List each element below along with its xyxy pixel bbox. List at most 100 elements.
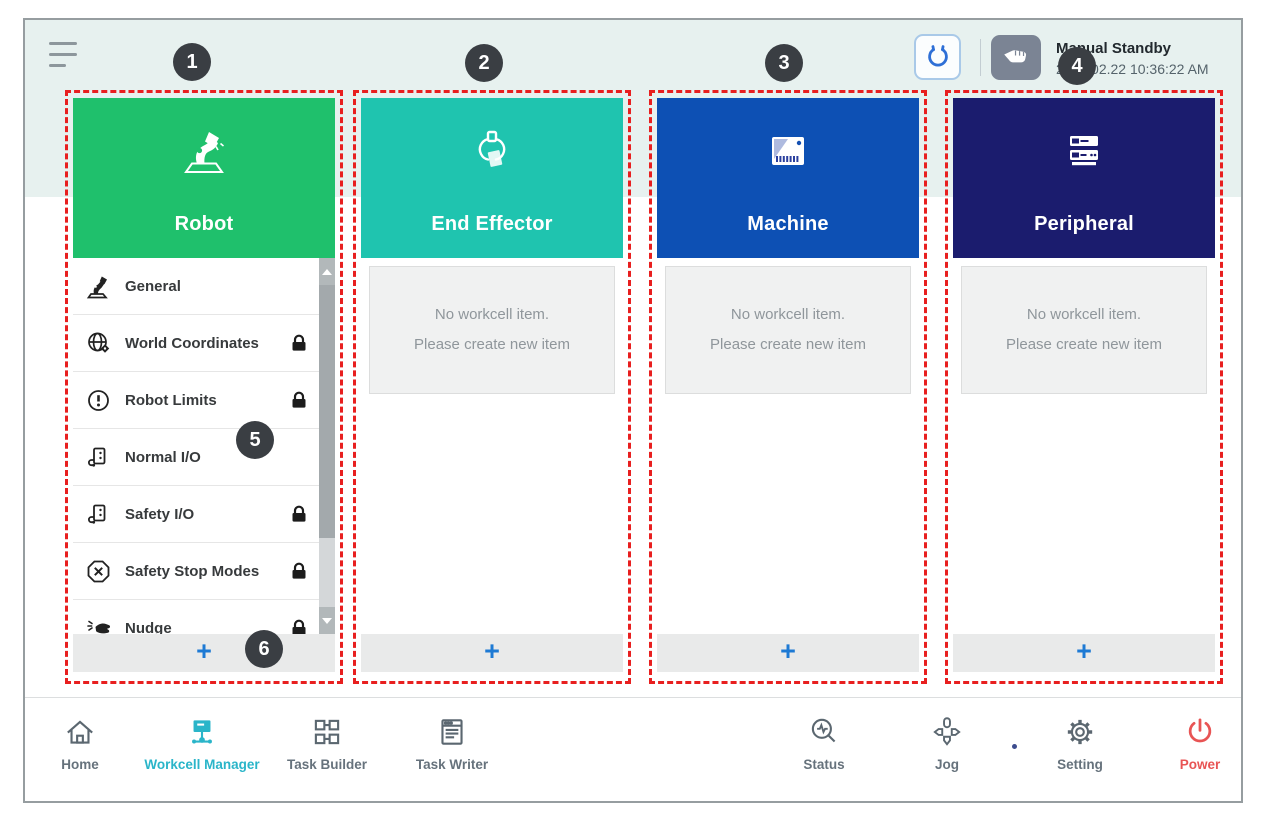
nav-label: Task Writer — [415, 757, 489, 772]
machine-column-title: Machine — [747, 213, 829, 235]
end-effector-column-title: End Effector — [431, 213, 553, 235]
nav-workcell-manager[interactable]: Workcell Manager — [137, 709, 267, 772]
peripheral-rack-icon — [1058, 126, 1110, 178]
machine-column-header[interactable]: Machine — [657, 98, 919, 258]
nav-label: Status — [803, 757, 845, 772]
nav-label: Task Builder — [286, 757, 368, 772]
add-robot-item-button[interactable]: + — [73, 634, 335, 672]
robot-list-scrollbar[interactable] — [319, 258, 335, 634]
list-item-label: World Coordinates — [125, 334, 259, 352]
robot-column-title: Robot — [174, 213, 234, 235]
nav-jog[interactable]: Jog — [892, 709, 1002, 772]
manual-mode-button[interactable] — [991, 35, 1041, 80]
empty-state-box: No workcell item. Please create new item — [665, 266, 911, 394]
list-item-label: Safety I/O — [125, 505, 195, 523]
empty-state-line2: Please create new item — [1006, 336, 1162, 353]
status-pulse-icon — [769, 709, 879, 755]
power-icon — [1145, 709, 1255, 755]
list-item-label: General — [125, 277, 181, 295]
hamburger-menu-button[interactable] — [49, 42, 77, 67]
list-item-normal-io[interactable]: Normal I/O — [73, 429, 335, 486]
lock-icon — [289, 504, 309, 524]
list-item-robot-limits[interactable]: Robot Limits — [73, 372, 335, 429]
annotation-badge-2: 2 — [465, 44, 503, 82]
list-item-safety-stop-modes[interactable]: Safety Stop Modes — [73, 543, 335, 600]
nav-power[interactable]: Power — [1145, 709, 1255, 772]
servo-gripper-button[interactable] — [914, 34, 961, 80]
nav-setting[interactable]: Setting — [1025, 709, 1135, 772]
list-item-label: Nudge — [125, 619, 172, 635]
list-item-nudge[interactable]: Nudge — [73, 600, 335, 634]
robot-item-list: General World Coordinates — [73, 258, 335, 634]
hamburger-bar — [49, 42, 77, 45]
empty-state-box: No workcell item. Please create new item — [961, 266, 1207, 394]
nav-label: Home — [61, 757, 99, 772]
nav-home[interactable]: Home — [25, 709, 135, 772]
io-port-icon — [85, 501, 112, 528]
annotation-badge-1: 1 — [173, 43, 211, 81]
peripheral-column-title: Peripheral — [1034, 213, 1134, 235]
jog-dpad-icon — [892, 709, 1002, 755]
peripheral-item-list: No workcell item. Please create new item — [953, 258, 1215, 634]
list-item-general[interactable]: General — [73, 258, 335, 315]
triangle-up-icon — [322, 268, 332, 275]
app-window: Manual Standby 2022.02.22 10:36:22 AM — [23, 18, 1243, 803]
list-item-label: Robot Limits — [125, 391, 217, 409]
nav-task-writer[interactable]: Task Writer — [397, 709, 507, 772]
list-item-label: Safety Stop Modes — [125, 562, 260, 580]
bottom-navbar: Home Workcell Manager — [25, 697, 1241, 801]
gripper-tool-icon — [466, 126, 518, 178]
nav-label: Setting — [1057, 757, 1103, 772]
nav-label: Jog — [934, 757, 959, 772]
add-end-effector-item-button[interactable]: + — [361, 634, 623, 672]
robot-arm-icon — [178, 126, 230, 178]
nav-label: Power — [1179, 757, 1221, 772]
lock-icon — [289, 561, 309, 581]
peripheral-column-header[interactable]: Peripheral — [953, 98, 1215, 258]
end-effector-column-header[interactable]: End Effector — [361, 98, 623, 258]
nav-task-builder[interactable]: Task Builder — [272, 709, 382, 772]
add-machine-item-button[interactable]: + — [657, 634, 919, 672]
lock-icon — [289, 618, 309, 634]
machine-icon — [762, 126, 814, 178]
list-item-safety-io[interactable]: Safety I/O — [73, 486, 335, 543]
list-item-world-coordinates[interactable]: World Coordinates — [73, 315, 335, 372]
nudge-hand-icon — [85, 615, 112, 635]
home-icon — [25, 709, 135, 755]
setting-gear-icon — [1025, 709, 1135, 755]
scrollbar-thumb[interactable] — [319, 285, 335, 538]
empty-state-box: No workcell item. Please create new item — [369, 266, 615, 394]
annotation-box-end-effector: End Effector No workcell item. Please cr… — [353, 90, 631, 684]
empty-state-line1: No workcell item. — [434, 306, 550, 323]
annotation-badge-5: 5 — [236, 421, 274, 459]
robot-limits-icon — [85, 387, 112, 414]
empty-state-line1: No workcell item. — [730, 306, 846, 323]
annotation-box-robot: Robot General — [65, 90, 343, 684]
general-robot-icon — [85, 273, 112, 300]
nav-label: Workcell Manager — [144, 757, 260, 772]
hand-icon — [1000, 40, 1032, 75]
io-port-icon — [85, 444, 112, 471]
plus-icon: + — [780, 636, 796, 666]
nav-status[interactable]: Status — [769, 709, 879, 772]
annotation-badge-3: 3 — [765, 44, 803, 82]
annotation-badge-4: 4 — [1058, 47, 1096, 85]
annotation-box-peripheral: Peripheral No workcell item. Please crea… — [945, 90, 1223, 684]
plus-icon: + — [484, 636, 500, 666]
machine-item-list: No workcell item. Please create new item — [657, 258, 919, 634]
add-peripheral-item-button[interactable]: + — [953, 634, 1215, 672]
workcell-manager-icon — [137, 709, 267, 755]
topbar-divider — [980, 39, 981, 76]
hamburger-bar — [49, 64, 66, 67]
scroll-down-button[interactable] — [319, 607, 335, 634]
empty-state-line2: Please create new item — [710, 336, 866, 353]
task-builder-icon — [272, 709, 382, 755]
robot-column-header[interactable]: Robot — [73, 98, 335, 258]
triangle-down-icon — [322, 617, 332, 624]
task-writer-icon — [397, 709, 507, 755]
empty-state-line1: No workcell item. — [1026, 306, 1142, 323]
scroll-up-button[interactable] — [319, 258, 335, 285]
empty-state-line2: Please create new item — [414, 336, 570, 353]
plus-icon: + — [196, 636, 212, 666]
